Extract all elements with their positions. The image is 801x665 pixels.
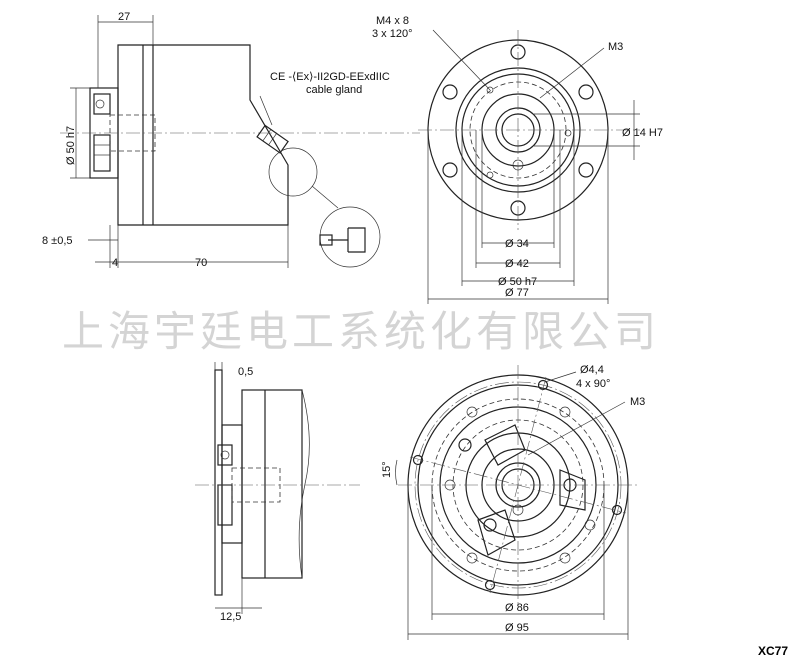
dim-70: 70 xyxy=(195,257,207,269)
angle-label: 15° xyxy=(381,461,393,478)
m4-pattern: 3 x 120° xyxy=(372,28,412,40)
bottom-side-view: 0,5 12,5 xyxy=(195,362,360,623)
top-front-view: M4 x 8 3 x 120° M3 Ø 14 H7 Ø 34 Ø 42 Ø 5… xyxy=(372,15,663,304)
m4-label: M4 x 8 xyxy=(376,15,409,27)
dim-dia42: Ø 42 xyxy=(505,258,529,270)
dim-4: 4 xyxy=(112,257,118,269)
dim-dia86: Ø 86 xyxy=(505,602,529,614)
dim-dia95: Ø 95 xyxy=(505,622,529,634)
ex-marking: CE -⟨Ex⟩-II2GD-EExdIIC xyxy=(270,71,390,83)
dim-12-5: 12,5 xyxy=(220,611,241,623)
m3-label: M3 xyxy=(630,396,645,408)
dim-8: 8 ±0,5 xyxy=(42,235,73,247)
model-code: XC77 xyxy=(758,644,788,658)
hole-dia-label: Ø4,4 xyxy=(580,364,604,376)
mount-holes xyxy=(412,379,623,591)
dim-27: 27 xyxy=(118,11,130,23)
dim-dia77: Ø 77 xyxy=(505,287,529,299)
top-side-view: 27 Ø 50 h7 8 ±0,5 4 70 CE -⟨Ex⟩-II2GD-EE… xyxy=(42,11,420,269)
clamp-tabs xyxy=(458,424,586,556)
dim-dia14: Ø 14 H7 xyxy=(622,127,663,139)
dim-dia50: Ø 50 h7 xyxy=(498,276,537,288)
dim-0-5: 0,5 xyxy=(238,366,253,378)
dim-dia34: Ø 34 xyxy=(505,238,529,250)
watermark: 上海宇廷电工系统化有限公司 xyxy=(62,307,660,356)
cable-gland-label: cable gland xyxy=(306,84,362,96)
bottom-front-view: Ø4,4 4 x 90° M3 15° Ø 86 Ø 95 xyxy=(381,364,645,640)
hole-pattern-label: 4 x 90° xyxy=(576,378,610,390)
dim-dia50: Ø 50 h7 xyxy=(65,126,77,165)
m3-label: M3 xyxy=(608,41,623,53)
